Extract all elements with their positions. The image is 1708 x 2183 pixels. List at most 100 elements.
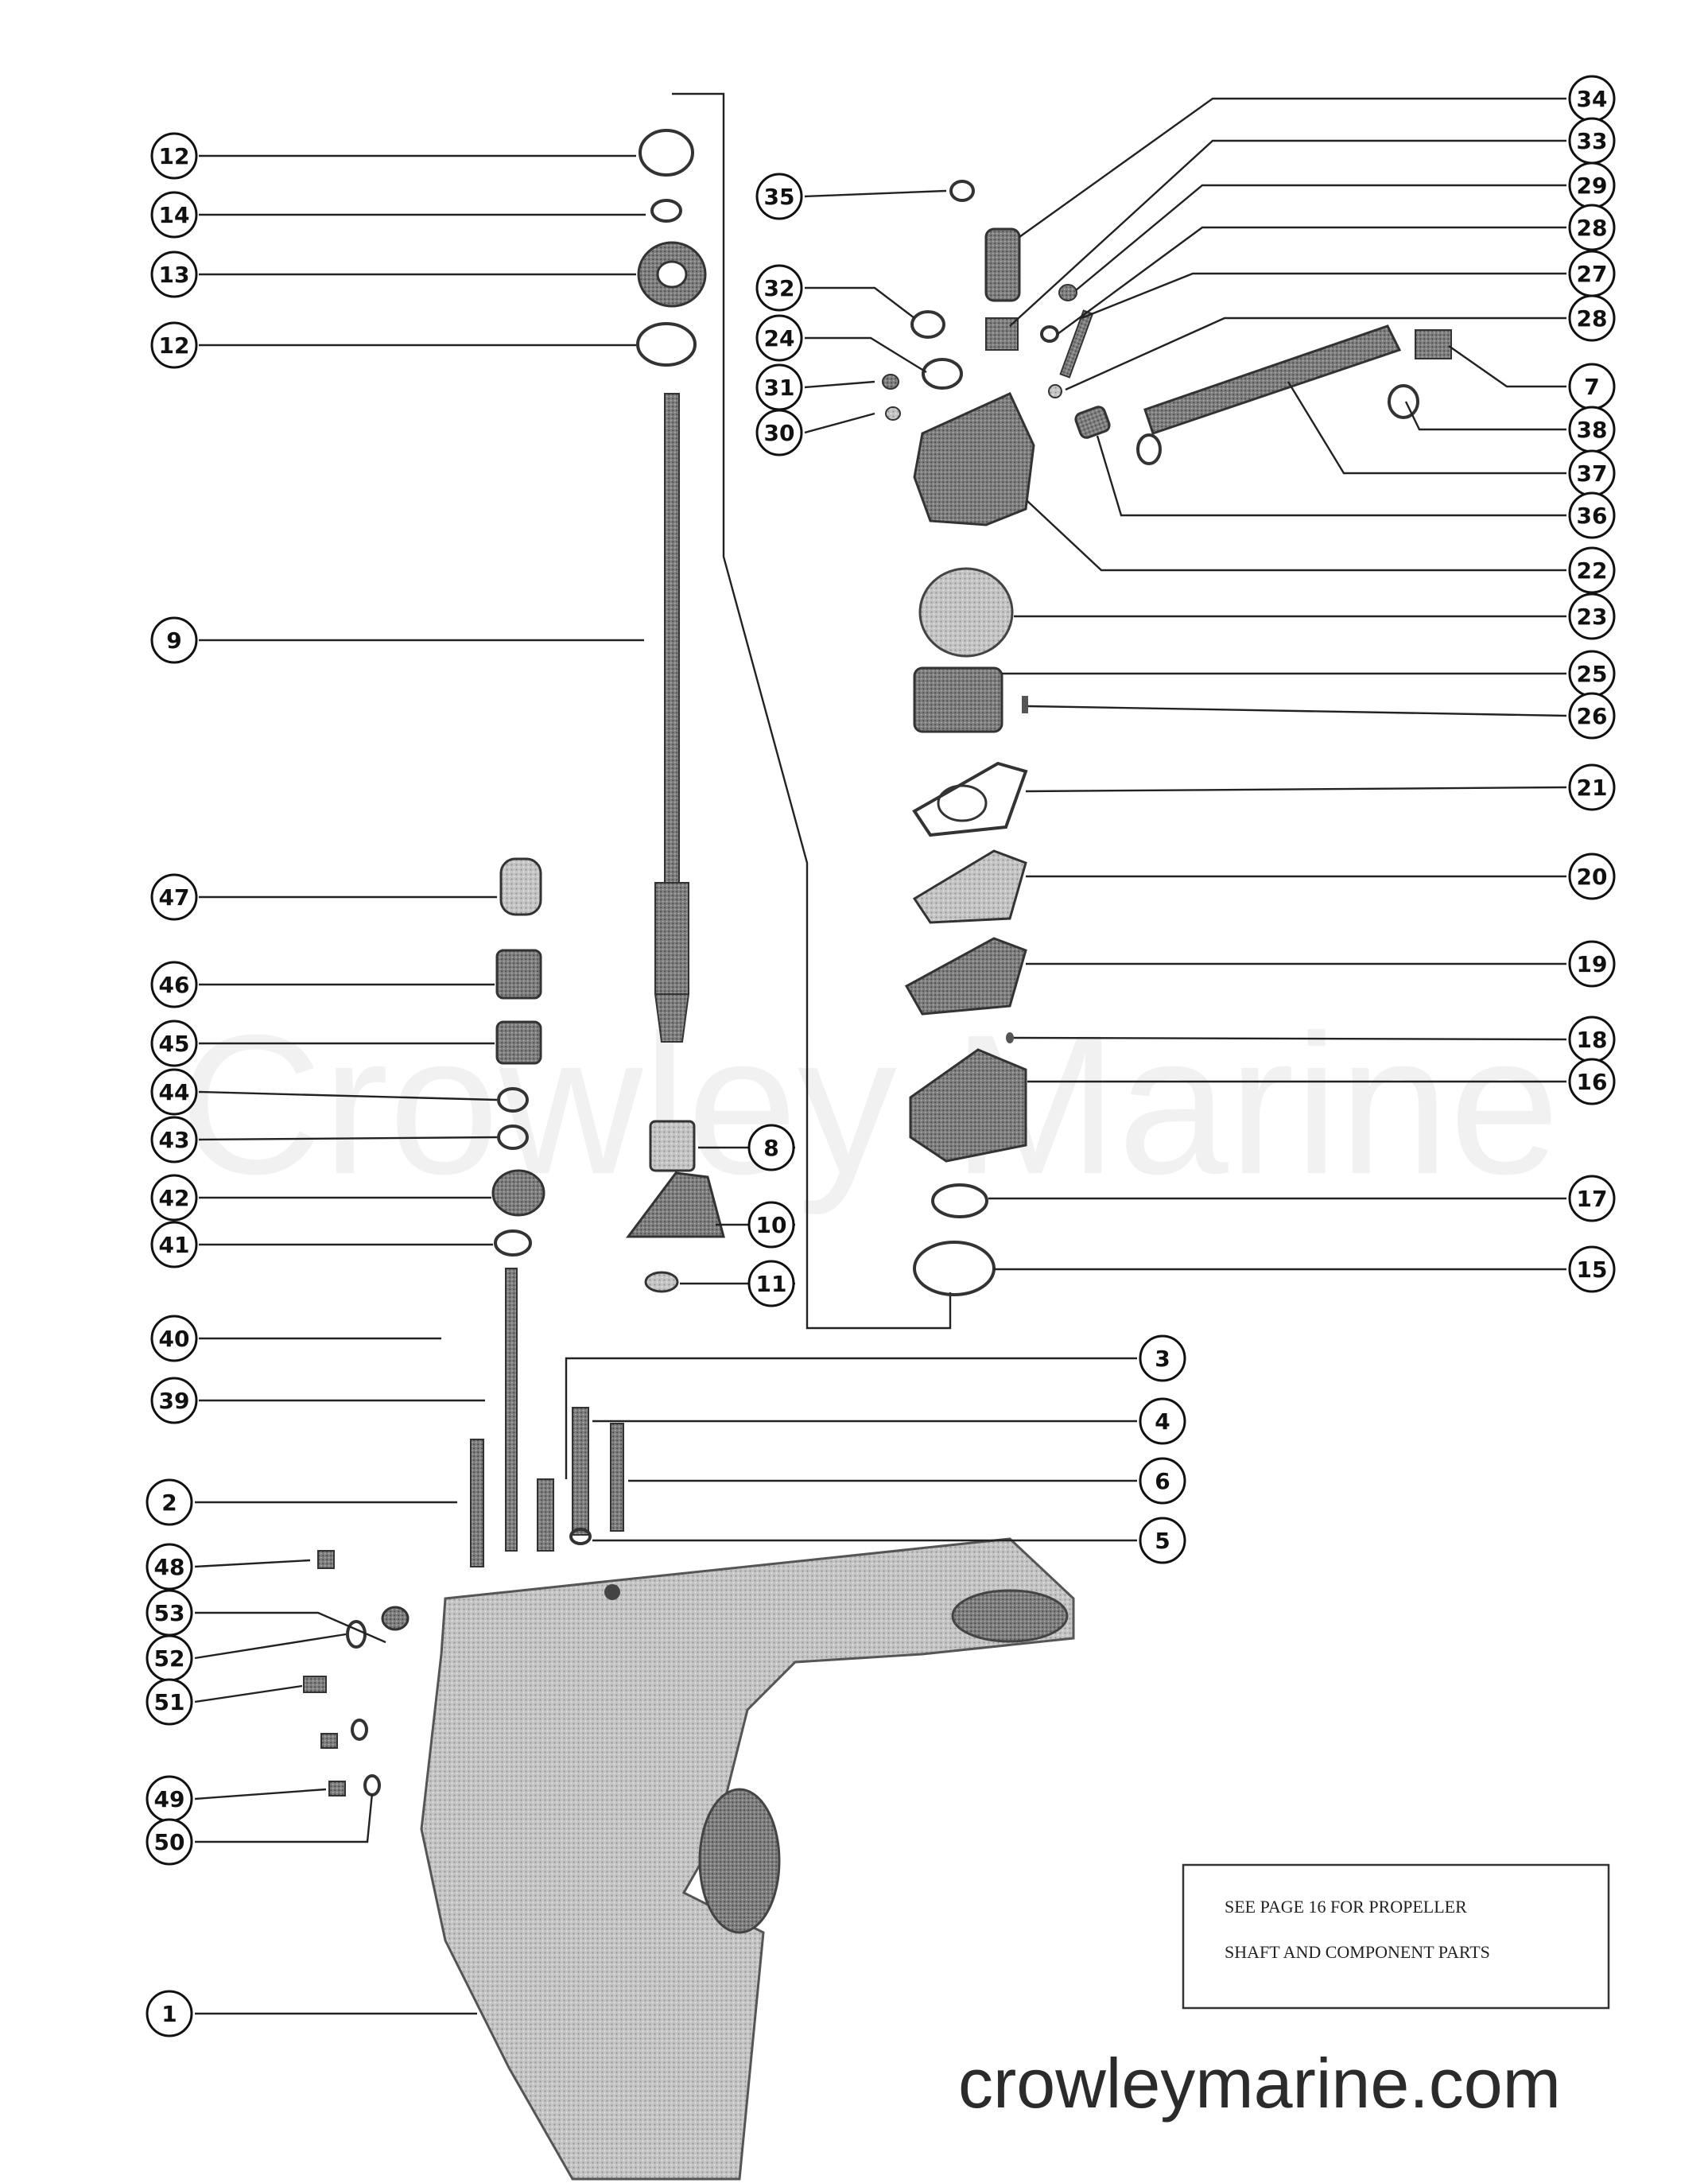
callout-number: 2	[161, 1490, 177, 1516]
washer-part	[1048, 384, 1062, 398]
callout-circle	[1568, 1245, 1616, 1293]
callout-bubble: 32	[755, 264, 803, 312]
callout-bubble: 28	[1568, 294, 1616, 342]
callout-bubble: 49	[146, 1775, 193, 1823]
leader-line	[1065, 317, 1566, 391]
callout-number: 3	[1155, 1346, 1170, 1372]
seal-ring-part	[639, 129, 694, 177]
callout-circle	[1139, 1457, 1186, 1505]
callout-number: 11	[756, 1271, 787, 1297]
callout-circle	[1568, 204, 1616, 251]
seal-ring-part	[636, 322, 697, 367]
callout-bubble: 33	[1568, 117, 1616, 165]
water-pump-base-part	[909, 1048, 1027, 1163]
clip-part	[1136, 433, 1162, 465]
callout-bubble: 46	[150, 961, 198, 1008]
callout-circle	[150, 132, 198, 180]
callout-number: 36	[1577, 503, 1608, 529]
callout-bubble: 11	[747, 1260, 795, 1307]
callout-bubble: 50	[146, 1818, 193, 1866]
callout-circle	[150, 961, 198, 1008]
callout-bubble: 51	[146, 1678, 193, 1726]
callout-bubble: 28	[1568, 204, 1616, 251]
gear-housing-part	[420, 1537, 1075, 2181]
retaining-ring-part	[650, 199, 682, 223]
shift-coupler-part	[499, 857, 542, 916]
callout-bubble: 48	[146, 1543, 193, 1591]
callout-number: 6	[1155, 1468, 1170, 1494]
leader-line	[194, 1559, 311, 1568]
callout-bubble: 27	[1568, 250, 1616, 297]
callout-number: 46	[159, 972, 190, 998]
washer-part	[497, 1087, 529, 1113]
callout-number: 25	[1577, 661, 1608, 687]
callout-bubble: 20	[1568, 853, 1616, 900]
leader-line	[198, 1090, 498, 1101]
watermark: Crowley Marine	[179, 993, 1560, 1215]
stud-part	[470, 1439, 484, 1567]
callout-circle	[747, 1260, 795, 1307]
callout-circle	[1568, 546, 1616, 594]
water-pump-body-part	[913, 392, 1035, 526]
seal-part	[910, 310, 945, 339]
callout-number: 38	[1577, 417, 1608, 443]
callout-bubble: 37	[1568, 449, 1616, 497]
callout-bubble: 44	[150, 1068, 198, 1116]
callout-number: 48	[154, 1554, 185, 1580]
leader-line	[195, 1611, 386, 1644]
plug-part	[317, 1550, 335, 1569]
reverse-gear-part	[495, 1020, 542, 1065]
callout-bubble: 34	[1568, 75, 1616, 122]
callout-bubble: 12	[150, 132, 198, 180]
leader-line	[1081, 272, 1566, 320]
callout-circle	[755, 173, 803, 220]
fitting-part	[1415, 329, 1452, 359]
oil-seal-part	[931, 1183, 988, 1218]
callout-number: 7	[1584, 374, 1599, 400]
face-plate-part	[912, 849, 1027, 924]
callout-number: 24	[764, 325, 795, 352]
callout-number: 15	[1577, 1257, 1608, 1283]
callout-number: 28	[1577, 305, 1608, 332]
leader-line	[805, 336, 927, 374]
callout-number: 37	[1577, 460, 1608, 487]
callout-number: 42	[159, 1185, 190, 1211]
callout-bubble: 52	[146, 1634, 193, 1682]
callout-bubble: 31	[755, 363, 803, 411]
callout-circle	[1568, 763, 1616, 811]
stud-part	[537, 1478, 554, 1552]
oil-seal-part	[922, 358, 963, 390]
callout-circle	[146, 1818, 193, 1866]
callout-number: 27	[1577, 261, 1608, 287]
callout-bubble: 22	[1568, 546, 1616, 594]
leader-line	[804, 412, 875, 434]
gasket-part	[912, 761, 1028, 837]
callout-circle	[1568, 294, 1616, 342]
callout-number: 49	[154, 1786, 185, 1812]
callout-bubble: 23	[1568, 592, 1616, 640]
callout-bubble: 41	[150, 1221, 198, 1268]
callout-number: 12	[159, 332, 190, 359]
callout-number: 14	[159, 202, 190, 228]
callout-circle	[150, 616, 198, 664]
callout-number: 47	[159, 884, 190, 911]
stud-part	[610, 1423, 624, 1532]
callout-number: 40	[159, 1326, 190, 1352]
leader-line	[194, 1633, 347, 1660]
screw-part	[303, 1676, 327, 1693]
callout-number: 4	[1155, 1408, 1170, 1435]
callout-bubble: 9	[150, 616, 198, 664]
callout-bubble: 21	[1568, 763, 1616, 811]
callout-bubble: 10	[747, 1201, 795, 1249]
leader-line	[1025, 786, 1567, 793]
callout-circle	[146, 1678, 193, 1726]
callout-bubble: 18	[1568, 1016, 1616, 1063]
callout-bubble: 39	[150, 1377, 198, 1424]
impeller-key-part	[1022, 696, 1028, 713]
leader-line	[194, 1788, 327, 1800]
leader-line	[1404, 401, 1566, 431]
callout-number: 39	[159, 1388, 190, 1414]
callout-bubble: 25	[1568, 650, 1616, 697]
leader-line	[805, 286, 915, 319]
leader-line	[198, 1136, 498, 1141]
